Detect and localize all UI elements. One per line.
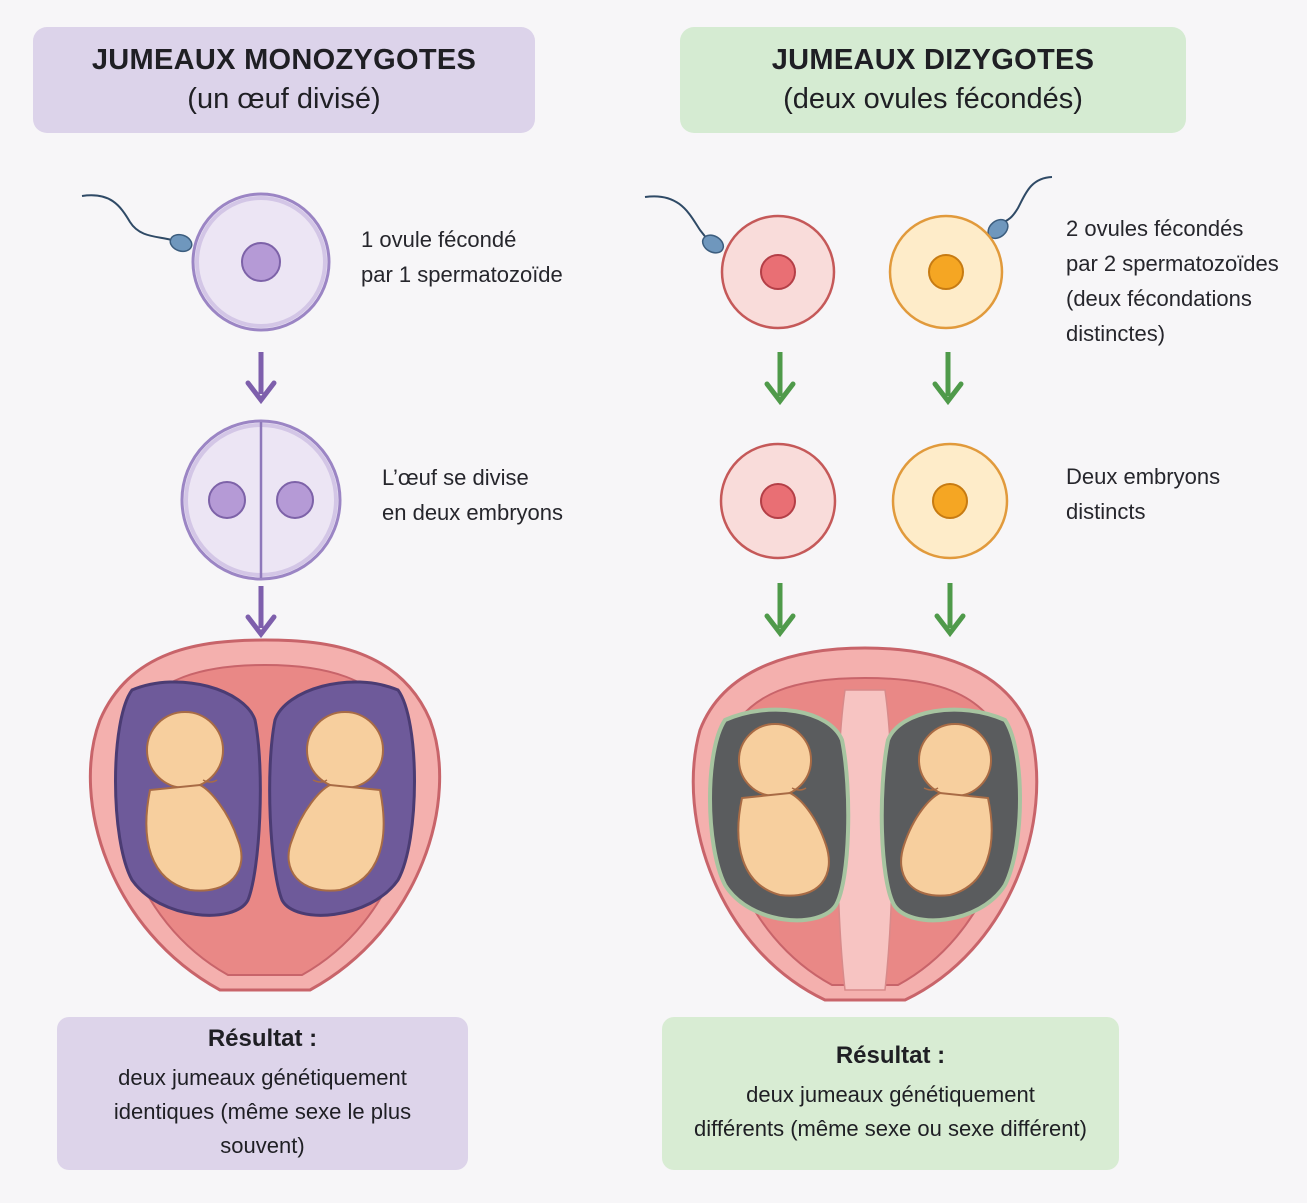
dizygotic-step1-line2: par 2 spermatozoïdes bbox=[1066, 251, 1279, 276]
dizygotic-result-line2: différents (même sexe ou sexe différent) bbox=[694, 1115, 1087, 1141]
dizygotic-subtitle: (deux ovules fécondés) bbox=[783, 83, 1083, 115]
dizygotic-step1-line3: (deux fécondations bbox=[1066, 286, 1252, 311]
sperm-icon bbox=[644, 195, 725, 254]
monozygotic-title: JUMEAUX MONOZYGOTES bbox=[91, 44, 477, 76]
monozygotic-result-line2: identiques (même sexe le plus bbox=[113, 1098, 412, 1124]
sperm-icon bbox=[987, 176, 1053, 240]
monozygotic-step2-line1: L’œuf se divise bbox=[382, 465, 529, 490]
dizygotic-step1-line4: distinctes) bbox=[1066, 321, 1166, 346]
arrow-down-icon bbox=[934, 583, 966, 638]
dizygotic-result-line1: deux jumeaux génétiquement bbox=[746, 1081, 1035, 1107]
arrow-down-icon bbox=[764, 352, 796, 406]
dividing-egg-icon bbox=[180, 419, 342, 581]
arrow-down-icon bbox=[245, 352, 277, 405]
uterus-dizygotic-illustration bbox=[691, 646, 1039, 1002]
dizygotic-step2-line1: Deux embryons bbox=[1066, 464, 1221, 489]
monozygotic-step2-label: L’œuf se divise en deux embryons bbox=[382, 460, 563, 530]
arrow-down-icon bbox=[932, 352, 964, 406]
arrow-down-icon bbox=[245, 586, 277, 639]
sperm-icon bbox=[81, 194, 193, 253]
dizygotic-title-box: JUMEAUX DIZYGOTES (deux ovules fécondés) bbox=[680, 27, 1186, 133]
monozygotic-result-line1: deux jumeaux génétiquement bbox=[118, 1064, 407, 1090]
monozygotic-subtitle: (un œuf divisé) bbox=[187, 83, 381, 115]
fetus-icon bbox=[737, 723, 830, 897]
dizygotic-step2-label: Deux embryons distincts bbox=[1066, 459, 1220, 529]
dizygotic-result-title: Résultat : bbox=[835, 1041, 946, 1069]
monozygotic-step1-label: 1 ovule fécondé par 1 spermatozoïde bbox=[361, 222, 563, 292]
embryo-pink-icon bbox=[719, 442, 837, 560]
fetus-icon bbox=[145, 711, 243, 892]
monozygotic-result-title: Résultat : bbox=[207, 1024, 318, 1052]
monozygotic-result-line3: souvent) bbox=[220, 1132, 305, 1158]
fetus-icon bbox=[287, 711, 385, 892]
fertilized-egg-orange-icon bbox=[888, 214, 1004, 330]
monozygotic-result-box: Résultat : deux jumeaux génétiquement id… bbox=[57, 1017, 468, 1170]
dizygotic-title: JUMEAUX DIZYGOTES bbox=[771, 44, 1095, 76]
dizygotic-result-box: Résultat : deux jumeaux génétiquement di… bbox=[662, 1017, 1119, 1170]
dizygotic-step1-line1: 2 ovules fécondés bbox=[1066, 216, 1244, 241]
monozygotic-step1-line2: par 1 spermatozoïde bbox=[361, 262, 563, 287]
fetus-icon bbox=[900, 723, 993, 897]
arrow-down-icon bbox=[764, 583, 796, 638]
fertilized-egg-icon bbox=[191, 192, 331, 332]
monozygotic-title-box: JUMEAUX MONOZYGOTES (un œuf divisé) bbox=[33, 27, 535, 133]
dizygotic-step1-label: 2 ovules fécondés par 2 spermatozoïdes (… bbox=[1066, 211, 1279, 351]
dizygotic-step2-line2: distincts bbox=[1066, 499, 1146, 524]
fertilized-egg-pink-icon bbox=[720, 214, 836, 330]
embryo-orange-icon bbox=[891, 442, 1009, 560]
uterus-monozygotic-illustration bbox=[88, 638, 442, 992]
monozygotic-step2-line2: en deux embryons bbox=[382, 500, 563, 525]
monozygotic-step1-line1: 1 ovule fécondé bbox=[361, 227, 517, 252]
